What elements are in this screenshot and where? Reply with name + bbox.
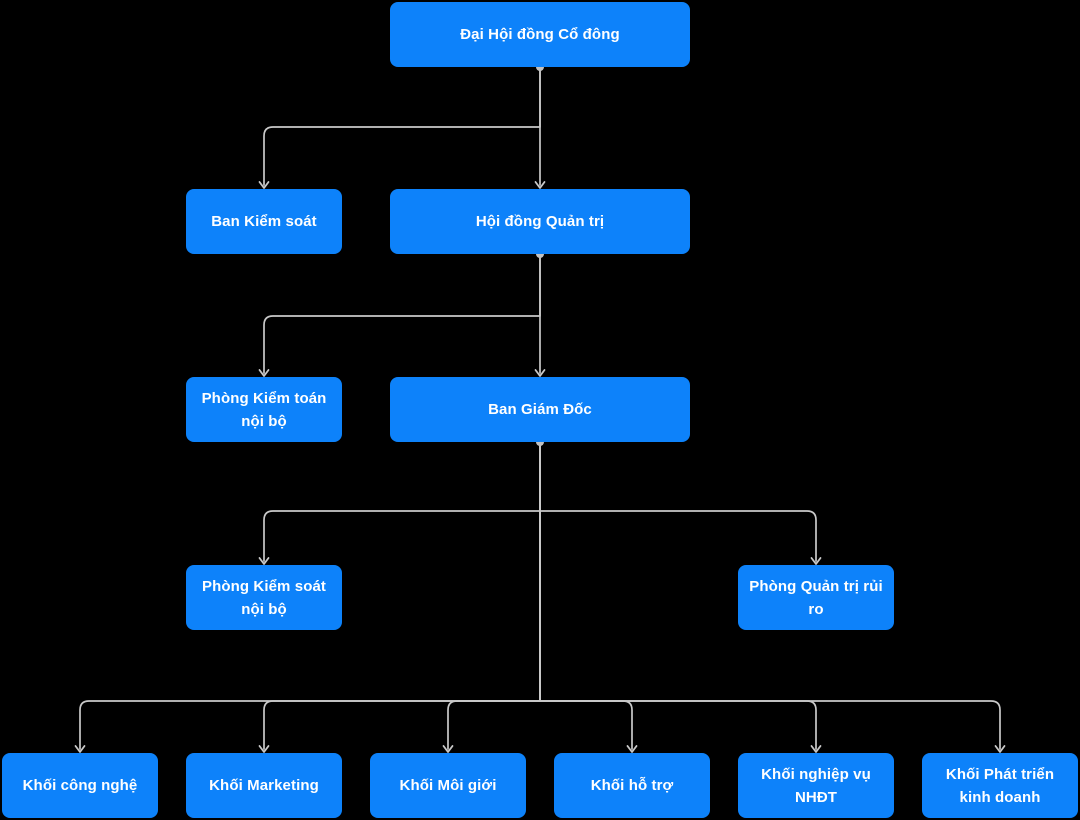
org-node-hdqt[interactable]: Hội đồng Quản trị [390, 189, 690, 254]
org-node-label: Ban Giám Đốc [488, 401, 592, 418]
org-node-label: Khối Phát triển kinh doanh [945, 765, 1055, 806]
org-node-kpt[interactable]: Khối Phát triển kinh doanh [922, 753, 1078, 818]
org-edge-line [539, 441, 633, 750]
org-node-label: Khối Môi giới [399, 777, 497, 794]
org-edge-line [994, 745, 1006, 753]
org-node-label: Khối công nghệ [22, 777, 138, 794]
org-node-label: Đại Hội đồng Cổ đông [460, 26, 620, 43]
org-edge-line [626, 745, 638, 753]
org-edge-line [258, 369, 270, 377]
org-node-pksnb[interactable]: Phòng Kiểm soát nội bộ [186, 565, 342, 630]
org-edge-line [74, 745, 86, 753]
org-node-kcn[interactable]: Khối công nghệ [2, 753, 158, 818]
org-edge-line [810, 745, 822, 753]
org-edge-line [534, 181, 546, 189]
org-edge-line [258, 181, 270, 189]
org-node-kht[interactable]: Khối hỗ trợ [554, 753, 710, 818]
org-node-knv[interactable]: Khối nghiệp vụ NHĐT [738, 753, 894, 818]
org-edge-line [447, 441, 541, 750]
org-node-pqtrr[interactable]: Phòng Quản trị rủi ro [738, 565, 894, 630]
org-node-bks[interactable]: Ban Kiểm soát [186, 189, 342, 254]
org-edge-line [263, 253, 541, 374]
org-edge-line [258, 557, 270, 565]
org-node-label: Khối nghiệp vụ NHĐT [761, 765, 871, 806]
org-edge-line [442, 745, 454, 753]
org-node-label: Khối Marketing [209, 777, 319, 794]
org-node-label: Phòng Kiểm toán nội bộ [201, 389, 327, 430]
org-node-pktnb[interactable]: Phòng Kiểm toán nội bộ [186, 377, 342, 442]
org-edge-line [258, 745, 270, 753]
org-node-dhdcd[interactable]: Đại Hội đồng Cổ đông [390, 2, 690, 67]
org-node-label: Phòng Quản trị rủi ro [749, 577, 883, 618]
org-edge-line [539, 441, 817, 562]
org-node-label: Phòng Kiểm soát nội bộ [201, 577, 326, 618]
org-node-label: Khối hỗ trợ [590, 777, 674, 794]
org-node-kmg[interactable]: Khối Môi giới [370, 753, 526, 818]
org-node-label: Hội đồng Quản trị [475, 213, 605, 230]
org-node-bgd[interactable]: Ban Giám Đốc [390, 377, 690, 442]
org-edge-line [263, 66, 541, 186]
org-node-label: Ban Kiểm soát [211, 213, 317, 230]
org-edge-line [810, 557, 822, 565]
org-edge-line [534, 369, 546, 377]
org-edge-line [263, 441, 541, 562]
org-node-kmk[interactable]: Khối Marketing [186, 753, 342, 818]
